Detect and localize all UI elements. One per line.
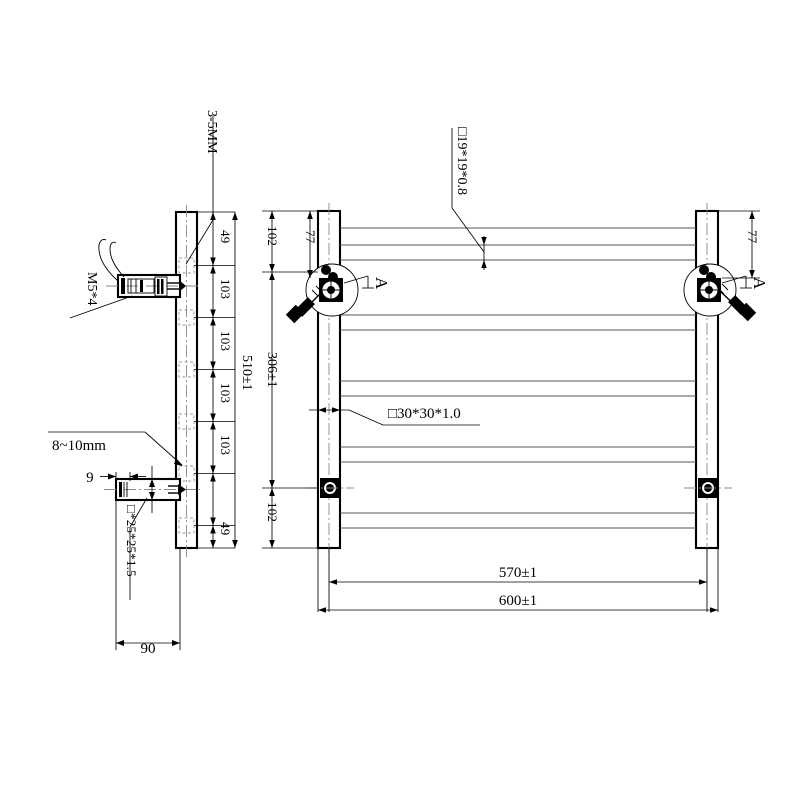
rail-3 (340, 380, 696, 397)
dim-overall-depth (115, 500, 181, 650)
dim-label-600: 600±1 (499, 593, 537, 609)
side-view-group (48, 116, 238, 650)
detail-label-a-right: A (750, 277, 769, 290)
anchor-screw-right (717, 283, 757, 322)
side-view-gap-leader (48, 431, 183, 466)
dim-label-102-top: 102 (265, 226, 280, 246)
rail-tube-leader (451, 128, 487, 270)
dim-label-570: 570±1 (499, 565, 537, 581)
front-view-right-dim (718, 210, 760, 279)
dim-label-103-4: 103 (218, 435, 233, 455)
dim-label-77-left: 77 (303, 230, 318, 244)
label-dim-9: 9 (86, 470, 94, 486)
side-view-lower-bracket (104, 477, 200, 502)
rail-5 (340, 512, 696, 529)
front-view-vertical-dims (262, 210, 318, 549)
dim-label-77-right: 77 (745, 230, 760, 244)
label-3-5mm: 3-5MM (204, 110, 219, 154)
label-m5-4: M5*4 (84, 272, 99, 305)
side-view-bracket-tube-leader (129, 497, 148, 600)
detail-bubble-a-left (285, 263, 374, 324)
dim-chain-vertical (194, 211, 235, 549)
dim-label-103-3: 103 (218, 383, 233, 403)
dim-label-102-bottom: 102 (265, 502, 280, 522)
side-view-m5-leader (69, 295, 133, 319)
side-view-upper-bracket (98, 239, 200, 299)
rail-2 (340, 314, 696, 331)
detail-label-a-left: A (372, 277, 391, 290)
dim-label-103-1: 103 (218, 279, 233, 299)
dim-label-510: 510±1 (239, 355, 254, 391)
side-view-3-5mm-leader (185, 116, 214, 265)
anchor-screw-left (285, 285, 323, 324)
post-tube-leader (309, 407, 480, 426)
label-wall-gap: 8~10mm (52, 438, 106, 454)
dim-9 (100, 472, 146, 481)
rail-1 (340, 244, 696, 261)
rail-4 (340, 446, 696, 463)
dim-label-103-2: 103 (218, 331, 233, 351)
front-view-group (262, 128, 760, 613)
front-view-lower-mounts (306, 478, 732, 498)
dim-bracket-height (149, 466, 155, 513)
label-rail-tube: □19*19*0.8 (454, 127, 469, 195)
front-view-horizontal-dims (317, 548, 719, 613)
front-view-left-post (316, 203, 342, 562)
dim-overall-height (232, 212, 238, 548)
label-post-tube: □30*30*1.0 (388, 406, 461, 422)
dim-label-49-bottom: 49 (218, 522, 233, 535)
front-view-rails (340, 227, 696, 529)
dim-label-306: 306±1 (264, 352, 279, 388)
detail-bubble-a-right (683, 263, 757, 322)
dim-label-49-top: 49 (218, 230, 233, 243)
front-view-right-post (694, 203, 720, 562)
label-bracket-tube: □*25*25*1.5 (124, 505, 139, 577)
dim-label-90: 90 (141, 641, 156, 657)
